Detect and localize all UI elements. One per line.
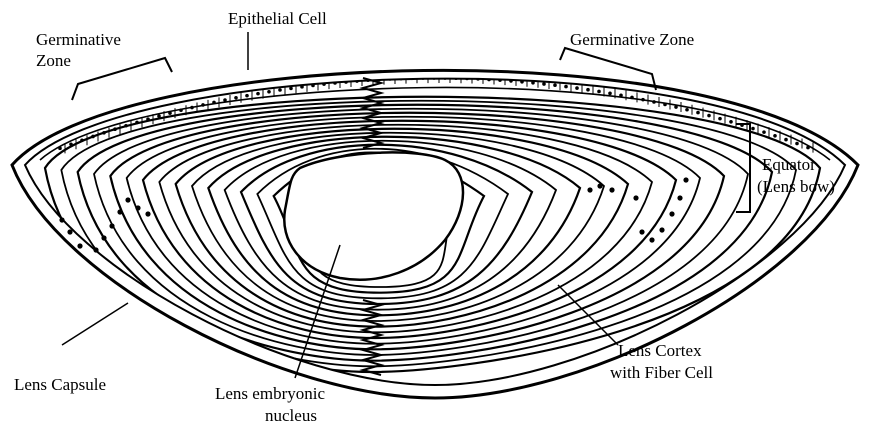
equatorial-nucleus-dot xyxy=(587,187,592,192)
epithelial-cell-dot xyxy=(520,80,524,84)
equatorial-nucleus-dot xyxy=(59,217,64,222)
epithelial-cell-dot xyxy=(608,92,612,96)
epithelial-cell-dot xyxy=(718,117,722,121)
epithelial-cell-dot xyxy=(234,96,238,100)
epithelial-cell-dot xyxy=(685,108,689,112)
epithelial-cell-dot xyxy=(245,94,249,98)
equatorial-nucleus-dot xyxy=(683,177,688,182)
epithelial-cell-dot xyxy=(806,146,810,150)
epithelial-cell-dot xyxy=(256,92,260,96)
label-lens-bow: (Lens bow) xyxy=(757,177,835,196)
epithelial-cell-dot xyxy=(278,88,282,92)
label-cortex-1: Lens Cortex xyxy=(618,341,702,360)
equatorial-nucleus-dot xyxy=(669,211,674,216)
epithelial-cell-dot xyxy=(586,88,590,92)
label-lens-capsule: Lens Capsule xyxy=(14,375,106,394)
equatorial-nucleus-dot xyxy=(125,197,130,202)
germinative-zone-left-bracket xyxy=(72,58,172,100)
epithelial-cell-dot xyxy=(223,98,227,102)
equatorial-nucleus-dot xyxy=(93,247,98,252)
epithelial-cell-dot xyxy=(762,130,766,134)
epithelial-cell-dot xyxy=(179,108,183,112)
epithelial-cell-dot xyxy=(190,106,194,110)
label-equator: Equator xyxy=(762,155,816,174)
embryonic-nucleus xyxy=(284,152,463,279)
lens-capsule-leader xyxy=(62,303,128,345)
equatorial-nucleus-dot xyxy=(135,205,140,210)
epithelial-cell-dot xyxy=(289,87,293,91)
equatorial-nucleus-dot xyxy=(101,235,106,240)
epithelial-cell-dot xyxy=(641,98,645,102)
epithelial-cell-dot xyxy=(212,101,216,105)
epithelial-cell-dot xyxy=(597,90,601,94)
epithelial-cell-dot xyxy=(168,111,172,115)
label-germinative-zone-right: Germinative Zone xyxy=(570,30,694,49)
epithelial-cell-dot xyxy=(674,105,678,109)
equatorial-nucleus-dot xyxy=(597,183,602,188)
epithelial-cell-dot xyxy=(553,83,557,87)
epithelial-cell-dot xyxy=(58,147,62,151)
equatorial-nucleus-dot xyxy=(649,237,654,242)
label-epithelial-cell: Epithelial Cell xyxy=(228,9,327,28)
epithelial-cell-dot xyxy=(575,86,579,90)
equatorial-nucleus-dot xyxy=(77,243,82,248)
label-germinative-zone-left-2: Zone xyxy=(36,51,71,70)
epithelial-cell-dot xyxy=(663,103,667,107)
equatorial-nucleus-dot xyxy=(67,229,72,234)
equatorial-nucleus-dot xyxy=(639,229,644,234)
epithelial-cell-dot xyxy=(707,114,711,118)
equatorial-nucleus-dot xyxy=(659,227,664,232)
epithelial-cell-dot xyxy=(751,127,755,131)
epithelial-cell-dot xyxy=(267,90,271,94)
epithelial-cell-dot xyxy=(696,111,700,115)
label-nucleus-2: nucleus xyxy=(265,406,317,425)
epithelial-cell-dot xyxy=(652,100,656,104)
equatorial-nucleus-dot xyxy=(117,209,122,214)
epithelial-cell-dot xyxy=(630,96,634,100)
label-cortex-2: with Fiber Cell xyxy=(610,363,713,382)
epithelial-cell-dot xyxy=(619,93,623,97)
epithelial-cell-dot xyxy=(476,77,480,81)
epithelial-cell-dot xyxy=(300,85,304,89)
epithelial-cell-dot xyxy=(784,138,788,142)
epithelial-cell-dot xyxy=(564,85,568,89)
label-germinative-zone-left-1: Germinative xyxy=(36,30,121,49)
epithelial-cell-dot xyxy=(729,120,733,124)
epithelial-cell-dot xyxy=(795,142,799,146)
epithelial-cell-dot xyxy=(531,81,535,85)
equatorial-nucleus-dot xyxy=(677,195,682,200)
epithelial-cell-dot xyxy=(773,134,777,138)
equatorial-nucleus-dot xyxy=(609,187,614,192)
epithelial-cell-dot xyxy=(542,82,546,86)
label-nucleus-1: Lens embryonic xyxy=(215,384,325,403)
equatorial-nucleus-dot xyxy=(109,223,114,228)
equatorial-nucleus-dot xyxy=(633,195,638,200)
equatorial-nucleus-dot xyxy=(145,211,150,216)
epithelial-cell-dot xyxy=(201,103,205,107)
